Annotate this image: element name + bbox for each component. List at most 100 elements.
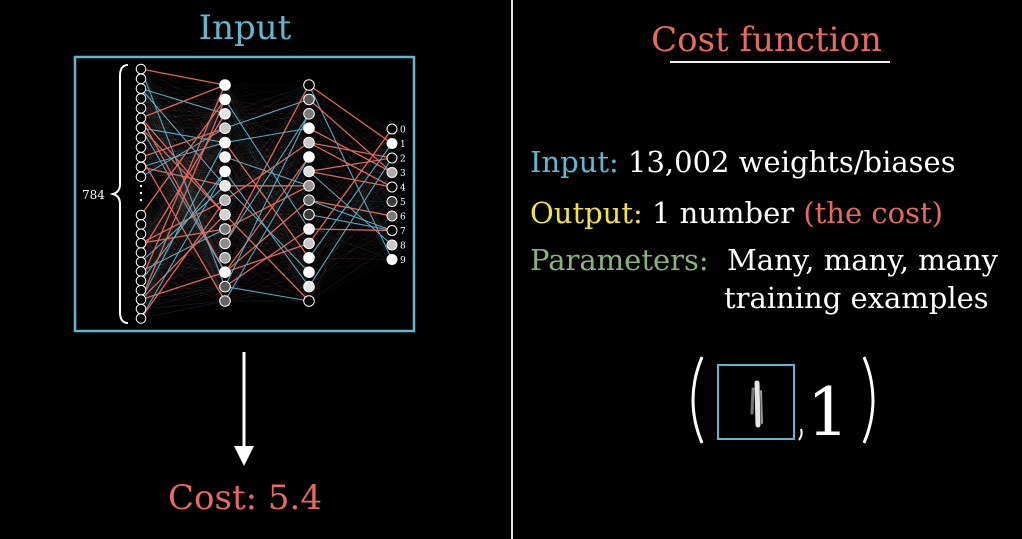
network-edge: [224, 185, 310, 258]
network-edge: [140, 128, 226, 234]
training-example-tuple: 1: [691, 356, 875, 451]
network-edge: [224, 113, 310, 230]
network-edge: [224, 200, 310, 302]
network-edge: [308, 230, 393, 302]
network-edge: [308, 99, 393, 217]
network-edge: [224, 171, 310, 215]
network-edge: [224, 99, 310, 115]
output-value: 1 number: [652, 196, 795, 230]
network-edge: [224, 84, 310, 129]
network-edge: [224, 142, 310, 172]
network-edge: [224, 113, 310, 143]
network-edge: [140, 78, 226, 172]
network-edge: [308, 259, 393, 302]
parameters-line2: training examples: [724, 281, 989, 315]
network-edge: [140, 137, 226, 187]
network-edge: [140, 107, 226, 115]
network-edge: [140, 271, 226, 301]
network-edge: [224, 84, 310, 143]
network-neuron: [135, 73, 147, 85]
network-edge: [140, 127, 226, 244]
network-edge: [224, 243, 310, 259]
network-edge: [224, 113, 310, 143]
comma: [798, 428, 803, 441]
network-edge: [308, 230, 393, 287]
network-edge: [224, 128, 310, 287]
network-edge: [140, 127, 226, 201]
network-edge: [140, 257, 226, 272]
network-edge: [140, 99, 226, 128]
network-edge: [224, 156, 310, 273]
network-edge: [140, 99, 226, 300]
network-edge: [140, 243, 226, 302]
network-edge: [224, 243, 310, 287]
network-edge: [308, 128, 393, 302]
output-label: Output:: [530, 196, 643, 230]
network-neuron: [303, 136, 315, 149]
network-edge: [224, 84, 310, 258]
network-edge: [140, 156, 226, 291]
network-edge: [308, 170, 393, 188]
network-edge: [140, 185, 226, 300]
network-edge: [140, 113, 226, 119]
network-edge: [224, 156, 310, 287]
network-neuron: [219, 151, 231, 163]
network-edge: [140, 157, 226, 273]
network-edge: [140, 99, 226, 281]
network-edge: [140, 228, 226, 234]
network-edge: [224, 200, 310, 287]
network-neuron: [219, 108, 231, 120]
network-edge: [224, 99, 310, 158]
network-edge: [308, 142, 393, 144]
network-edge: [140, 200, 226, 263]
network-neuron: [303, 237, 315, 250]
network-edge: [140, 252, 226, 258]
network-edge: [140, 84, 226, 282]
network-edge: [308, 172, 393, 186]
network-neuron: [219, 266, 231, 279]
network-edge: [140, 117, 226, 230]
output-digit-label: 6: [400, 213, 406, 223]
network-edge: [224, 84, 310, 287]
network-neuron: [219, 280, 231, 293]
example-label: 1: [807, 374, 849, 451]
network-edge: [308, 113, 393, 130]
network-edge: [224, 156, 310, 230]
network-neuron: [135, 256, 147, 268]
network-edge: [140, 107, 226, 129]
network-edge: [140, 214, 226, 225]
network-edge: [140, 142, 226, 148]
network-neuron: [135, 63, 147, 75]
network-edge: [140, 243, 226, 287]
network-edge: [140, 117, 226, 287]
network-edge: [308, 128, 393, 215]
network-edge: [224, 142, 310, 244]
network-edge: [140, 128, 226, 225]
output-digit-label: 3: [400, 169, 406, 179]
network-edge: [224, 185, 310, 302]
network-edge: [224, 228, 310, 273]
network-edge: [140, 147, 226, 172]
network-edge: [308, 99, 393, 130]
network-edge: [140, 99, 226, 158]
network-edge: [140, 261, 226, 273]
network-edge: [140, 176, 226, 258]
network-neuron: [303, 180, 315, 192]
network-edge: [224, 99, 310, 215]
network-edge: [140, 156, 226, 216]
network-edge: [140, 68, 226, 100]
network-edge: [140, 171, 226, 291]
network-neuron: [386, 196, 398, 207]
network-edge: [224, 128, 310, 158]
network-edge: [308, 172, 393, 258]
network-edge: [140, 84, 226, 300]
network-neuron: [135, 112, 147, 124]
output-digit-label: 7: [400, 227, 406, 237]
network-edge: [308, 143, 393, 186]
network-neuron: [219, 194, 231, 206]
network-edge: [308, 228, 393, 260]
network-edge: [308, 230, 393, 258]
network-neuron: [303, 280, 315, 293]
network-edge: [308, 128, 393, 143]
network-edge: [224, 142, 310, 172]
